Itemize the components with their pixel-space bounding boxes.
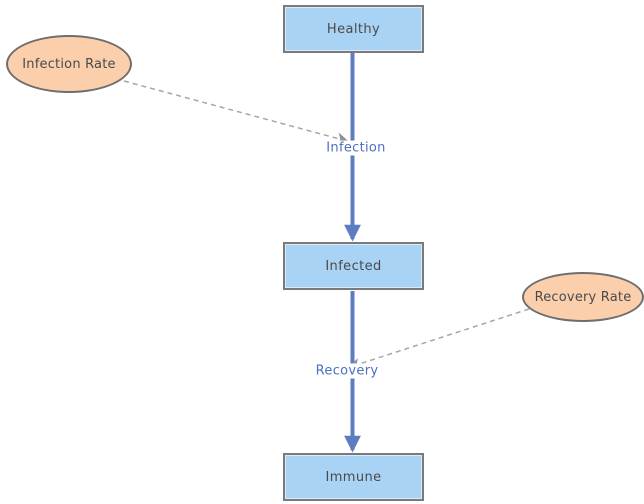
flow-label-infection[interactable]: Infection (324, 140, 388, 156)
influence-arrow-recovery-rate[interactable] (348, 308, 530, 370)
stock-immune[interactable]: Immune (283, 453, 424, 501)
variable-infection-rate[interactable]: Infection Rate (6, 35, 132, 93)
stock-healthy[interactable]: Healthy (283, 5, 424, 53)
influence-arrow-infection-rate[interactable] (123, 80, 349, 145)
variable-recovery-rate[interactable]: Recovery Rate (522, 272, 644, 322)
stock-infected[interactable]: Infected (283, 242, 424, 290)
flow-label-recovery[interactable]: Recovery (313, 363, 381, 379)
